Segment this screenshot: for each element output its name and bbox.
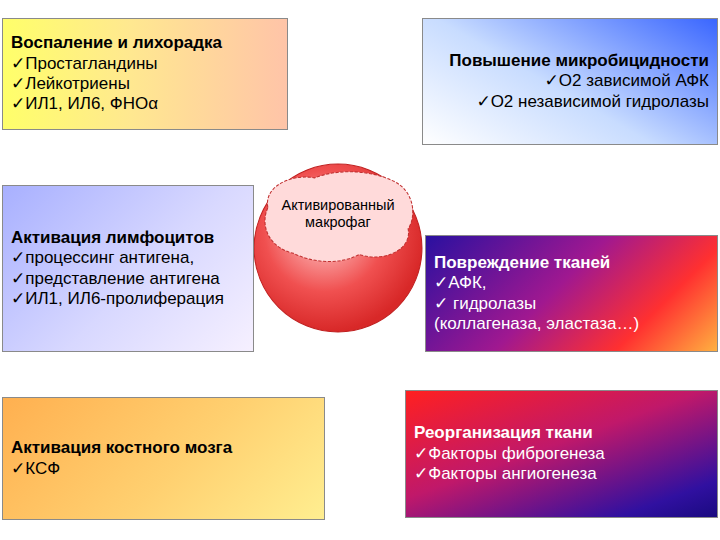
box-heading: Воспаление и лихорадка [11, 33, 279, 53]
box-item: ✓ИЛ1, ИЛ6-пролиферация [11, 289, 245, 309]
box-heading: Активация костного мозга [11, 438, 316, 458]
box-heading: Повреждение тканей [434, 253, 709, 273]
cell-illustration [253, 163, 423, 333]
box-item: ✓Факторы ангиогенеза [414, 464, 709, 484]
box-heading: Активация лимфоцитов [11, 228, 245, 248]
box-item: ✓ИЛ1, ИЛ6, ФНОα [11, 94, 279, 114]
box-item: ✓Лейкотриены [11, 74, 279, 94]
box-item: (коллагеназа, эластаза…) [434, 314, 709, 334]
effect-box: Реорганизация ткани✓Факторы фиброгенеза✓… [405, 390, 718, 518]
box-heading: Активированный макрофаг [253, 197, 423, 232]
box-item: ✓ гидролазы [434, 294, 709, 314]
box-item: ✓процессинг антигена, [11, 248, 245, 268]
box-item: ✓КСФ [11, 459, 316, 479]
box-item: ✓O2 зависимой АФК [431, 71, 709, 91]
macrophage-circle: Активированный макрофаг [253, 163, 423, 333]
box-heading: Повышение микробицидности [431, 51, 709, 71]
effect-box: Воспаление и лихорадка✓Простагландины✓Ле… [2, 18, 288, 130]
box-heading: Реорганизация ткани [414, 423, 709, 443]
effect-box: Активация костного мозга✓КСФ [2, 397, 325, 520]
effect-box: Повреждение тканей✓АФК,✓ гидролазы(колла… [425, 235, 718, 352]
box-item: ✓O2 независимой гидролазы [431, 92, 709, 112]
box-item: ✓представление антигена [11, 269, 245, 289]
effect-box: Активация лимфоцитов✓процессинг антигена… [2, 185, 254, 352]
effect-box: Повышение микробицидности✓O2 зависимой А… [422, 18, 718, 145]
box-item: ✓Факторы фиброгенеза [414, 444, 709, 464]
box-item: ✓АФК, [434, 273, 709, 293]
box-item: ✓Простагландины [11, 54, 279, 74]
